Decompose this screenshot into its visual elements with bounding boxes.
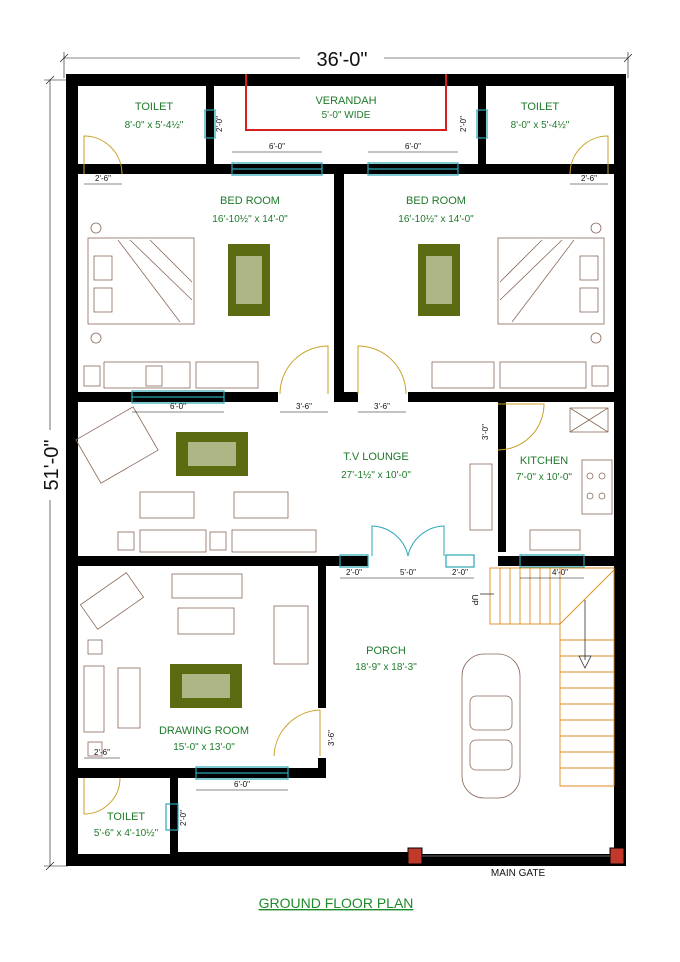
tv-lounge-size: 27'-1½" x 10'-0"	[341, 470, 411, 481]
bedroom-right-name: BED ROOM	[406, 195, 466, 207]
kitchen-fridge	[569, 407, 609, 433]
toilet-bottom-name: TOILET	[107, 811, 146, 823]
tv-lounge-name: T.V LOUNGE	[343, 451, 408, 463]
staircase: UP	[470, 567, 615, 787]
toilet-top-left-size: 8'-0" x 5'-4½"	[125, 120, 184, 131]
dim-porch-door: 5'-0"	[400, 568, 416, 577]
dim-verandah-left-door: 2'-0"	[215, 116, 224, 132]
dim-porch-window-right: 2'-0"	[452, 568, 468, 577]
overall-depth-label: 51'-0"	[41, 440, 63, 491]
toilet-top-left-name: TOILET	[135, 101, 174, 113]
window-kitchen	[519, 554, 585, 568]
dim-toilet-bottom-door: 2'-6"	[94, 748, 110, 757]
gate-post-left	[407, 847, 423, 865]
bedroom-left-name: BED ROOM	[220, 195, 280, 207]
overall-depth-dimension: 51'-0"	[38, 75, 68, 871]
porch-name: PORCH	[366, 645, 406, 657]
gate-post-right	[609, 847, 625, 865]
bed-right	[497, 237, 605, 325]
dim-verandah-left-window: 6'-0"	[269, 142, 285, 151]
toilet-top-right-name: TOILET	[521, 101, 560, 113]
kitchen-sink	[529, 529, 581, 551]
plan-title: GROUND FLOOR PLAN	[259, 895, 414, 911]
dimension-labels: 6'-0" 6'-0" 2'-0" 2'-0" 2'-6" 2'-6" 3'-6…	[84, 116, 608, 826]
verandah-outline	[245, 74, 447, 131]
kitchen-size: 7'-0" x 10'-0"	[516, 472, 572, 483]
dim-verandah-right-window: 6'-0"	[405, 142, 421, 151]
door-drawing	[273, 709, 321, 757]
doors	[83, 135, 609, 815]
overall-width-label: 36'-0"	[317, 49, 368, 71]
door-toilet-left	[83, 135, 123, 175]
door-bedroom-left	[279, 345, 329, 395]
furniture	[75, 222, 613, 799]
dim-toilet-left-door: 2'-6"	[95, 174, 111, 183]
verandah-size: 5'-0" WIDE	[322, 110, 371, 121]
bedroom-right-size: 16'-10½" x 14'-0"	[398, 214, 474, 225]
drawing-room-size: 15'-0" x 13'-0"	[173, 742, 235, 753]
dim-kitchen-door: 3'-0"	[481, 424, 490, 440]
dim-bedroom-right-door: 3'-6"	[374, 402, 390, 411]
toilet-top-right-size: 8'-0" x 5'-4½"	[511, 120, 570, 131]
toilet-bottom-size: 5'-6" x 4'-10½"	[94, 828, 159, 839]
door-toilet-bottom	[83, 777, 121, 815]
bed-left	[87, 237, 195, 325]
verandah-name: VERANDAH	[315, 95, 376, 107]
dim-bedroom-left-door: 3'-6"	[296, 402, 312, 411]
windows	[131, 109, 585, 831]
car	[461, 653, 521, 799]
rugs	[170, 244, 460, 708]
door-kitchen	[497, 403, 545, 451]
room-labels: TOILET 8'-0" x 5'-4½" VERANDAH 5'-0" WID…	[94, 95, 573, 839]
dim-toilet-bottom-vent: 2'-0"	[179, 810, 188, 826]
dim-verandah-right-door: 2'-0"	[459, 116, 468, 132]
dim-toilet-right-door: 2'-6"	[581, 174, 597, 183]
kitchen-stove	[581, 459, 613, 515]
main-gate-label: MAIN GATE	[491, 868, 546, 879]
door-porch-lounge	[371, 525, 445, 557]
overall-width-dimension: 36'-0"	[59, 46, 633, 78]
door-bedroom-right	[357, 345, 407, 395]
bedroom-left-size: 16'-10½" x 14'-0"	[212, 214, 288, 225]
stairs-up-label: UP	[470, 594, 479, 605]
porch-size: 18'-9" x 18'-3"	[355, 662, 417, 673]
main-gate: MAIN GATE	[407, 847, 625, 879]
dim-drawing-window: 6'-0"	[234, 780, 250, 789]
dim-lounge-window: 6'-0"	[170, 402, 186, 411]
door-toilet-right	[569, 135, 609, 175]
dim-drawing-door: 3'-6"	[327, 730, 336, 746]
drawing-room-name: DRAWING ROOM	[159, 725, 249, 737]
kitchen-name: KITCHEN	[520, 455, 568, 467]
dim-porch-window-left: 2'-0"	[346, 568, 362, 577]
dim-kitchen-window: 4'-0"	[552, 568, 568, 577]
